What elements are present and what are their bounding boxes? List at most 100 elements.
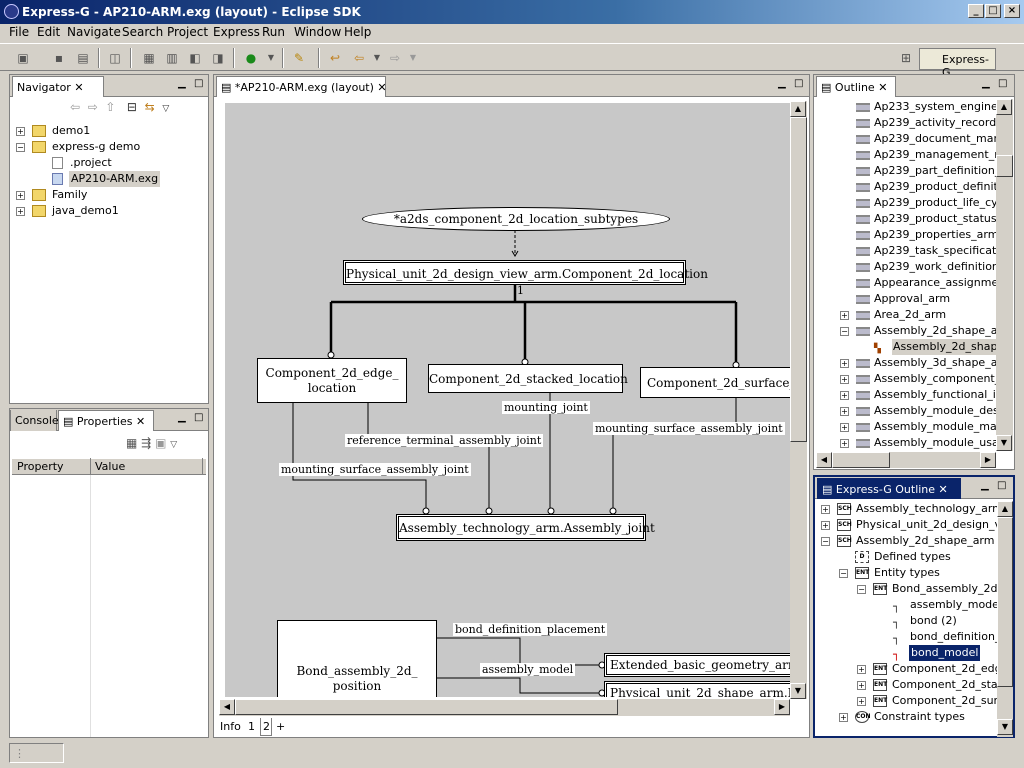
back-icon[interactable]: ⇦: [353, 51, 365, 65]
menu-search[interactable]: Search: [122, 25, 164, 39]
outline-item[interactable]: Ap239_part_definition_in: [816, 163, 996, 179]
editor-horizontal-scrollbar[interactable]: ◀ ▶: [219, 699, 790, 716]
entity-component-2d-surface-location[interactable]: Component_2d_surface_lo: [640, 367, 790, 398]
minimize-icon[interactable]: ▁: [981, 480, 989, 491]
maximize-icon[interactable]: □: [998, 78, 1008, 89]
scroll-right-icon[interactable]: ▶: [774, 699, 790, 715]
tab-info[interactable]: Info: [220, 720, 241, 733]
new-icon[interactable]: ▣: [17, 51, 29, 65]
tab-add-page[interactable]: +: [276, 720, 286, 733]
maximize-icon[interactable]: □: [194, 78, 204, 89]
tab-editor[interactable]: ▤ *AP210-ARM.exg (layout) ✕: [216, 76, 387, 97]
editor-vertical-scrollbar[interactable]: ▲ ▼: [790, 101, 807, 699]
attribute-item[interactable]: ┐bond (2): [893, 614, 957, 629]
menu-help[interactable]: Help: [344, 25, 372, 39]
outline-item[interactable]: Ap239_document_manag: [816, 131, 996, 147]
save-icon[interactable]: ▪: [54, 51, 64, 65]
outline-item[interactable]: +Area_2d_arm: [840, 308, 947, 321]
diagram-canvas[interactable]: *a2ds_component_2d_location_subtypes Phy…: [225, 103, 790, 697]
maximize-icon[interactable]: □: [794, 78, 804, 89]
entity-physical-unit-2d-shape[interactable]: Physical_unit_2d_shape_arm.Phy: [604, 681, 790, 697]
forward-dropdown-icon[interactable]: ▼: [409, 53, 417, 62]
menu-window[interactable]: Window: [294, 25, 342, 39]
close-icon[interactable]: ✕: [938, 483, 948, 496]
scroll-down-icon[interactable]: ▼: [790, 683, 806, 699]
tree-item-java-demo1[interactable]: +java_demo1: [16, 204, 119, 217]
outline-item[interactable]: +Assembly_3d_shape_arm: [840, 356, 996, 369]
outline-item[interactable]: Appearance_assignment_: [816, 275, 996, 291]
outline-item[interactable]: +Assembly_module_macro: [840, 420, 996, 433]
tree-item-project-file[interactable]: .project: [14, 155, 204, 171]
scroll-up-icon[interactable]: ▲: [790, 101, 806, 117]
entity-bond-assembly-2d-position[interactable]: Bond_assembly_2d_position: [277, 620, 437, 697]
menu-project[interactable]: Project: [167, 25, 209, 39]
forward-icon[interactable]: ⇨: [87, 100, 98, 114]
tab-expressg-outline[interactable]: ▤ Express-G Outline ✕: [817, 478, 961, 499]
restore-default-icon[interactable]: ▣: [155, 436, 167, 450]
outline-item[interactable]: Ap239_work_definition_a: [816, 259, 996, 275]
tab-navigator[interactable]: Navigator ✕: [12, 76, 104, 97]
back-dropdown-icon[interactable]: ▼: [373, 53, 381, 62]
categories-icon[interactable]: ▦: [126, 436, 138, 450]
binary-icon[interactable]: ◫: [109, 51, 121, 65]
search-icon[interactable]: ✎: [293, 51, 305, 65]
scroll-down-icon[interactable]: ▼: [996, 435, 1012, 451]
scroll-up-icon[interactable]: ▲: [996, 99, 1012, 115]
run-dropdown-icon[interactable]: ▼: [267, 53, 275, 62]
menu-file[interactable]: File: [9, 25, 30, 39]
outline-item[interactable]: +Assembly_component_pla: [840, 372, 996, 385]
menu-express[interactable]: Express: [213, 25, 260, 39]
subtype-node[interactable]: *a2ds_component_2d_location_subtypes: [362, 207, 670, 231]
minimize-icon[interactable]: ▁: [982, 78, 990, 89]
run-icon[interactable]: ●: [245, 51, 257, 65]
tab-console[interactable]: Console: [10, 410, 59, 431]
column-value[interactable]: Value: [95, 460, 126, 473]
attribute-item[interactable]: ┐bond_definition_p: [893, 630, 997, 645]
outline-item-selected[interactable]: ▚Assembly_2d_shape_: [816, 339, 996, 355]
outline-item[interactable]: +Assembly_functional_inte: [840, 388, 996, 401]
outline-vertical-scrollbar[interactable]: ▲ ▼: [996, 99, 1013, 451]
expressg-outline-scrollbar[interactable]: ▲ ▼: [997, 501, 1013, 737]
scroll-right-icon[interactable]: ▶: [980, 452, 996, 468]
filter-icon[interactable]: ⇶: [141, 436, 152, 450]
entity-component-2d-location[interactable]: Physical_unit_2d_design_view_arm.Compone…: [343, 260, 708, 285]
outline-item[interactable]: Ap239_management_res: [816, 147, 996, 163]
tab-properties[interactable]: ▤ Properties ✕: [58, 410, 154, 431]
forward-icon[interactable]: ⇨: [389, 51, 401, 65]
tree-item-ap210-arm[interactable]: AP210-ARM.exg: [14, 171, 204, 187]
last-edit-icon[interactable]: ↩: [329, 51, 341, 65]
tree-item-demo1[interactable]: +demo1: [16, 124, 91, 137]
close-icon[interactable]: ✕: [136, 415, 146, 428]
scroll-left-icon[interactable]: ◀: [816, 452, 832, 468]
column-property[interactable]: Property: [17, 460, 64, 473]
outline-item[interactable]: +Assembly_module_usage: [840, 436, 996, 449]
validate-icon[interactable]: ◨: [212, 51, 224, 65]
up-icon[interactable]: ⇧: [105, 100, 116, 114]
tab-page-1[interactable]: 1: [248, 720, 255, 733]
entity-component-2d-stacked-location[interactable]: Component_2d_stacked_location: [428, 364, 628, 393]
close-icon[interactable]: ✕: [377, 81, 387, 94]
outline-horizontal-scrollbar[interactable]: ◀ ▶: [816, 452, 996, 468]
link-editor-icon[interactable]: ⇆: [144, 100, 155, 114]
perspective-express-g[interactable]: Express-G: [919, 48, 996, 79]
menu-navigate[interactable]: Navigate: [67, 25, 121, 39]
attribute-item-selected[interactable]: ┐bond_model: [893, 645, 981, 661]
collapse-all-icon[interactable]: ⊟: [126, 100, 137, 114]
tree-item-family[interactable]: +Family: [16, 188, 88, 201]
back-icon[interactable]: ⇦: [70, 100, 81, 114]
outline-item[interactable]: Ap233_system_engineeri: [816, 99, 996, 115]
compile-icon[interactable]: ◧: [189, 51, 201, 65]
maximize-icon[interactable]: □: [194, 412, 204, 423]
new-file-icon[interactable]: ▥: [166, 51, 178, 65]
minimize-icon[interactable]: ▁: [778, 78, 786, 89]
entity-assembly-joint[interactable]: Assembly_technology_arm.Assembly_joint: [396, 514, 655, 541]
print-icon[interactable]: ▤: [77, 51, 89, 65]
